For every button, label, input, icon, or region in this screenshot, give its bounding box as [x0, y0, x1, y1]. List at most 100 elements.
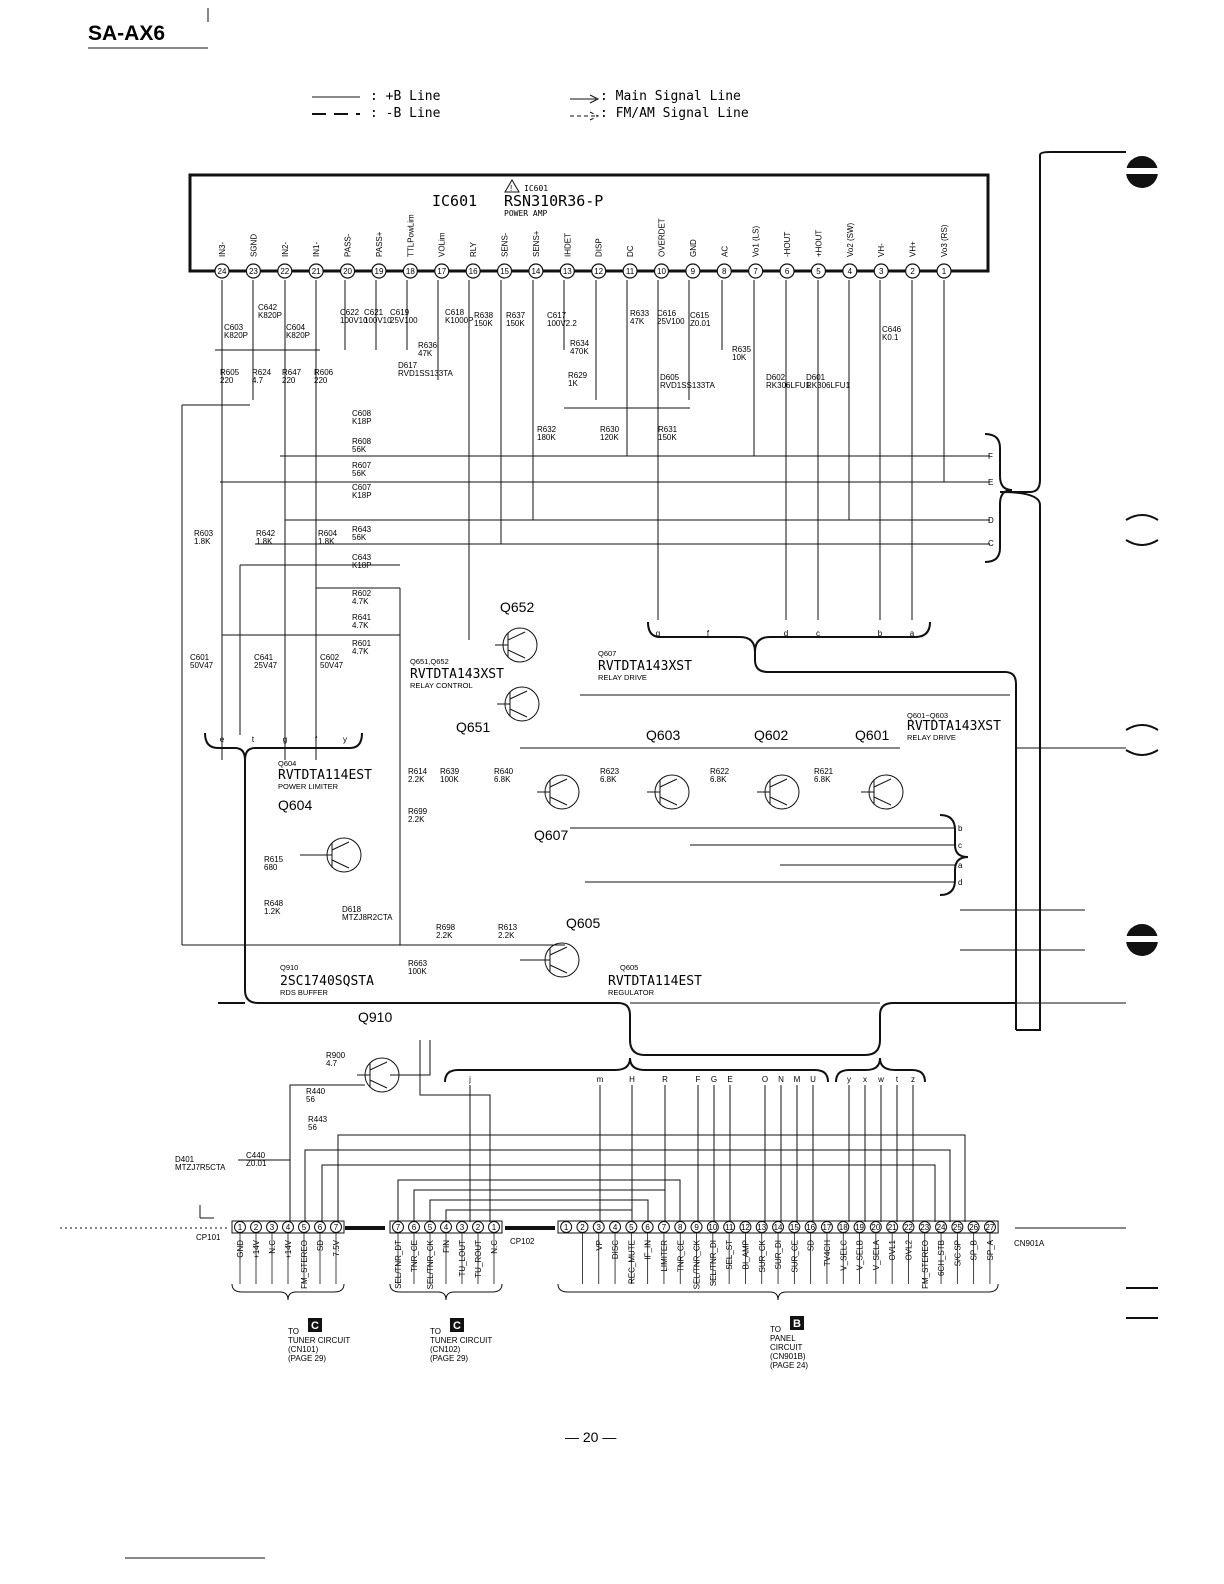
bus-letter: y: [343, 735, 347, 744]
q604-block-type: RVTDTA114EST: [278, 768, 372, 783]
q605-label: Q605: [566, 915, 600, 931]
bus-letter: b: [878, 629, 883, 638]
connector-pin-number: 16: [806, 1223, 815, 1232]
bus-letter: g: [656, 629, 660, 638]
part-value: 4.7K: [352, 597, 369, 606]
ic-pin-23: [245, 263, 261, 279]
binder-hole-4-slot: [1126, 936, 1158, 942]
connector-pin-label: SEL/TNR_DT: [394, 1240, 403, 1289]
q602-symbol: [757, 774, 800, 810]
connector-pin-label: V_SELC: [839, 1240, 848, 1271]
part-value: 680: [264, 863, 278, 872]
connector-pin-number: 1: [564, 1223, 569, 1232]
transistors: Q652 Q651 Q651,Q652 RVTDTA143XST RELAY C…: [278, 599, 1001, 1093]
part-ref: C607: [352, 483, 372, 492]
part-ref: R635: [732, 345, 752, 354]
part-ref: R615: [264, 855, 284, 864]
harness-4: [397, 1179, 681, 1222]
ic-pin-1: [936, 263, 952, 279]
part-value: 100K: [440, 775, 459, 784]
harness-8: [419, 1040, 491, 1222]
part-value: K820P: [286, 331, 310, 340]
ic-pin-18: [402, 263, 418, 279]
part-ref: R608: [352, 437, 372, 446]
cn901a-pin: [902, 1221, 915, 1233]
connector-pin-label: SP_A: [986, 1239, 995, 1260]
part-value: Z0.01: [690, 319, 711, 328]
legend-fmam-signal: : FM/AM Signal Line: [600, 106, 749, 121]
cp102-name: CP102: [510, 1237, 535, 1246]
bus-letter: F: [696, 1075, 701, 1084]
ic-pin-6: [779, 263, 795, 279]
ic-pin-number: 10: [657, 267, 666, 276]
q603-symbol: [647, 774, 690, 810]
cn901a-pin: [886, 1221, 899, 1233]
bus-letter: c: [958, 841, 962, 850]
connector-pin-label: OVL2: [904, 1239, 913, 1260]
bus-letter: j: [468, 1075, 471, 1084]
cn901a-pin: [951, 1221, 964, 1233]
ic-pin-number: 21: [312, 267, 321, 276]
q605-symbol: [520, 942, 580, 978]
connector-pin-label: GND: [236, 1240, 245, 1258]
wiring: [60, 151, 1126, 1230]
cn901a-brace: [557, 1283, 999, 1301]
connector-pin-number: 12: [741, 1223, 750, 1232]
part-ref: D602: [766, 373, 786, 382]
cn901a-pin: [674, 1221, 687, 1233]
ic-pin-19: [371, 263, 387, 279]
harness-6: [429, 1199, 649, 1222]
part-ref: R633: [630, 309, 650, 318]
connector-pin-number: 3: [270, 1223, 275, 1232]
part-value: 25V47: [254, 661, 278, 670]
q910-base: [289, 1084, 365, 1222]
part-value: 50V47: [320, 661, 344, 670]
cn901a-pin: [918, 1221, 931, 1233]
cn901a-name: CN901A: [1014, 1239, 1045, 1248]
cp101-to-line: TUNER CIRCUIT: [288, 1336, 350, 1345]
cp101-pin: [298, 1221, 310, 1233]
part-ref: C616: [657, 309, 677, 318]
part-value: 10K: [732, 353, 747, 362]
cp101-pin: [234, 1221, 246, 1233]
connector-pin-number: 3: [460, 1223, 465, 1232]
connector-pin-number: 15: [790, 1223, 799, 1232]
svg-text:!: !: [510, 184, 512, 193]
ic-pin-label: IN1-: [312, 242, 321, 257]
cp102-to-line: (PAGE 29): [430, 1354, 468, 1363]
binder-mark-5: [1126, 1287, 1158, 1319]
part-value: 56K: [352, 533, 367, 542]
cp102-pin: [408, 1221, 420, 1233]
ic601: IC601 ! IC601 RSN310R36-P POWER AMP 24IN…: [188, 173, 990, 279]
part-value: 4.7K: [352, 621, 369, 630]
ic-pin-number: 2: [910, 267, 915, 276]
bus-letter: x: [863, 1075, 867, 1084]
ic-pin-13: [559, 263, 575, 279]
bus-relay-drive: [754, 652, 1017, 1030]
harness-5: [413, 1189, 666, 1222]
legend-main-signal: : Main Signal Line: [600, 89, 741, 104]
part-value: 150K: [474, 319, 493, 328]
cp102-brace: [389, 1283, 503, 1301]
part-value: 56K: [352, 445, 367, 454]
part-ref: R631: [658, 425, 678, 434]
part-ref: R900: [326, 1051, 346, 1060]
q651-symbol: [497, 686, 540, 722]
cn901a-pin: [788, 1221, 801, 1233]
part-ref: R642: [256, 529, 276, 538]
cn901a-pin: [755, 1221, 768, 1233]
binder-marks: [1125, 156, 1159, 1319]
bus-letter: a: [910, 629, 915, 638]
bus-letter: N: [778, 1075, 784, 1084]
part-ref: R640: [494, 767, 514, 776]
harness-1: [304, 1149, 951, 1222]
cp102-to-label: TO: [430, 1327, 441, 1336]
connector-pin-label: SUR_CK: [758, 1239, 767, 1272]
connector-pin-label: +14V: [252, 1239, 261, 1259]
q910-block-desc: RDS BUFFER: [280, 988, 329, 997]
part-ref: R607: [352, 461, 372, 470]
part-ref: R630: [600, 425, 620, 434]
part-value: 180K: [537, 433, 556, 442]
